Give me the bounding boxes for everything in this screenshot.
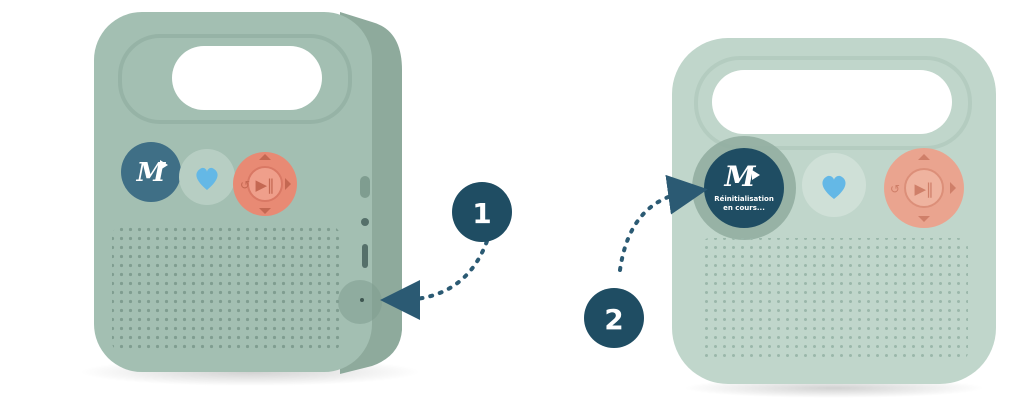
speaker-front-view: M Réinitialisation en cours... ▶‖ ↺ [672,38,996,398]
step-number-1: 1 [472,197,491,230]
reset-status-line-2: en cours... [723,204,765,212]
transport-controls[interactable]: ▶‖ ↺ [233,152,297,216]
speaker-grill [112,226,340,352]
reset-status-line-1: Réinitialisation [714,195,774,203]
handle-opening-front [712,70,952,134]
forward-icon-front[interactable] [950,182,956,194]
play-pause-icon[interactable]: ▶‖ [255,176,274,194]
arrow-up-icon-front[interactable] [918,154,930,160]
step-badge-1: 1 [452,182,512,242]
forward-icon[interactable] [285,178,291,190]
back-icon-front[interactable]: ↺ [890,182,900,196]
side-switch[interactable] [360,176,370,198]
heart-icon-front [822,175,846,199]
back-icon[interactable]: ↺ [240,178,250,192]
transport-controls-front[interactable]: ▶‖ ↺ [884,148,964,228]
play-pause-icon-front[interactable]: ▶‖ [914,180,933,198]
audio-jack [361,218,369,226]
m-play-logo-icon-front: M [724,160,757,193]
arrow-to-brand-button [618,174,708,272]
handle-opening [172,46,322,110]
step-number-2: 2 [604,303,623,336]
arrow-down-icon[interactable] [259,208,271,214]
arrow-up-icon[interactable] [259,154,271,160]
brand-button-front[interactable] [704,148,784,228]
reset-button[interactable] [338,280,382,324]
brand-button[interactable] [121,142,181,202]
arrow-down-icon-front[interactable] [918,216,930,222]
arrow-to-reset [380,230,492,320]
usb-port [362,244,368,268]
speaker-grill-front [700,238,968,362]
heart-icon [196,167,218,190]
step-badge-2: 2 [584,288,644,348]
speaker-side-view: M ▶‖ ↺ [80,12,420,386]
